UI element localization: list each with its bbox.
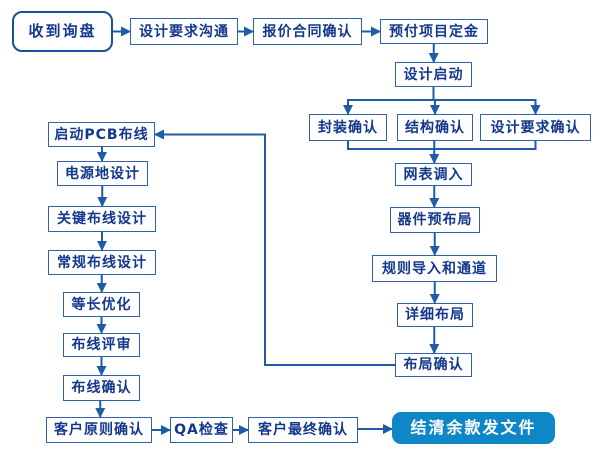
flow-edge-design-kickoff-to-design-requirement-confirm	[432, 87, 541, 115]
flow-node-netlist-import: 网表调入	[395, 163, 472, 186]
flow-node-design-requirement-comm: 设计要求沟通	[130, 18, 238, 45]
flow-node-routing-confirm: 布线确认	[63, 375, 140, 401]
flow-node-placement-confirm: 布局确认	[395, 353, 472, 377]
flow-edge-design-kickoff-to-package-confirm	[343, 87, 435, 115]
flow-node-power-ground-design: 电源地设计	[57, 161, 148, 186]
flow-node-design-requirement-confirm: 设计要求确认	[480, 114, 591, 141]
flow-node-qa-check: QA检查	[170, 417, 233, 443]
flow-node-detailed-placement: 详细布局	[397, 303, 473, 327]
flow-node-rules-import-channel: 规则导入和通道	[372, 255, 497, 282]
flow-node-customer-final-confirm: 客户最终确认	[248, 417, 358, 443]
flow-node-package-confirm: 封装确认	[309, 114, 387, 141]
flow-node-start-pcb-routing: 启动PCB布线	[48, 122, 155, 147]
flow-node-component-pre-placement: 器件预布局	[390, 207, 480, 233]
flow-node-quote-contract-confirm: 报价合同确认	[253, 18, 362, 45]
flow-node-settle-balance-send-files: 结清余款发文件	[392, 412, 555, 444]
flow-node-project-deposit: 预付项目定金	[380, 19, 488, 44]
flow-node-inquiry-received: 收到询盘	[12, 11, 113, 52]
flow-node-customer-principle-confirm: 客户原则确认	[46, 417, 152, 443]
flow-node-design-kickoff: 设计启动	[395, 62, 472, 87]
flow-edge-design-requirement-confirm-to-netlist-import	[433, 141, 537, 150]
flow-node-length-matching-opt: 等长优化	[63, 292, 140, 317]
flow-node-key-routing-design: 关键布线设计	[48, 206, 156, 232]
flow-node-normal-routing-design: 常规布线设计	[48, 250, 156, 275]
flow-edge-package-confirm-to-netlist-import	[347, 141, 434, 150]
flow-node-structure-confirm: 结构确认	[397, 114, 473, 141]
flow-node-routing-review: 布线评审	[63, 333, 140, 357]
flow-edge-placement-confirm-to-start-pcb-routing	[154, 129, 395, 366]
